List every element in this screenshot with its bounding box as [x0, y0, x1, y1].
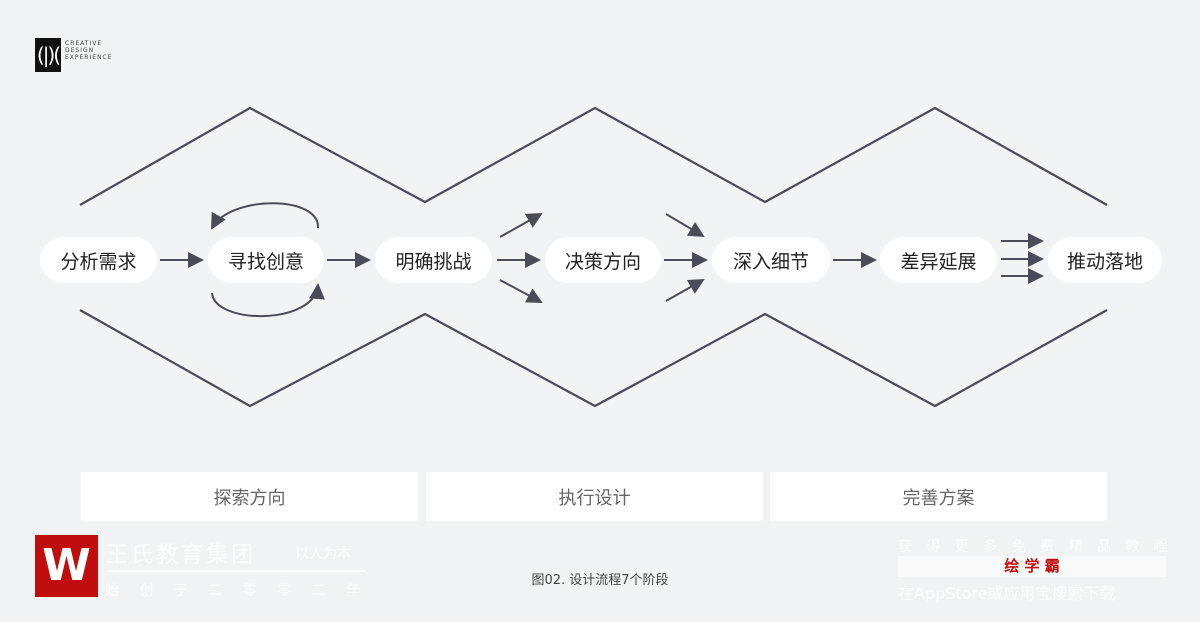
watermark-founded: 始 创 于 二 零 零 二 年 — [105, 583, 369, 599]
upper-zigzag — [79, 106, 1108, 206]
node-extend: 差异延展 — [880, 237, 997, 283]
phase-execute: 执行设计 — [426, 472, 763, 521]
lower-zigzag — [79, 309, 1108, 408]
watermark-download: 在AppStore或应用宝搜索下载 — [898, 584, 1116, 603]
loop-arrow-top — [211, 202, 320, 230]
watermark-slogan: 以人为本 — [295, 546, 351, 562]
node-define: 明确挑战 — [375, 237, 492, 283]
watermark-divider — [105, 570, 365, 572]
node-detail: 深入细节 — [712, 237, 830, 283]
logo-line: DESIGN — [65, 47, 95, 54]
figure-caption: 图02. 设计流程7个阶段 — [531, 573, 669, 588]
node-ideate: 寻找创意 — [208, 237, 324, 283]
logo-line: CREATIVE — [65, 40, 103, 47]
node-analyze: 分析需求 — [40, 237, 157, 283]
wang-logo: W — [35, 535, 98, 597]
arrow — [499, 279, 543, 303]
node-decide: 决策方向 — [545, 237, 661, 283]
arrow — [499, 213, 543, 238]
watermark-app: 绘 学 霸 — [898, 556, 1166, 577]
watermark-name: 王氏教育集团 — [106, 543, 257, 568]
node-deliver: 推动落地 — [1048, 237, 1162, 283]
logo-line: EXPERIENCE — [65, 54, 113, 61]
loop-arrow-bottom — [211, 283, 325, 317]
phase-refine: 完善方案 — [770, 472, 1107, 521]
logo-text: CREATIVE DESIGN EXPERIENCE — [65, 40, 145, 61]
watermark-promo: 获 得 更 多 免 费 精 品 教 程 — [898, 539, 1174, 555]
cdx-logo: (|)( — [35, 38, 61, 72]
arrow — [665, 213, 705, 238]
arrow — [665, 279, 705, 302]
phase-explore: 探索方向 — [81, 472, 418, 521]
